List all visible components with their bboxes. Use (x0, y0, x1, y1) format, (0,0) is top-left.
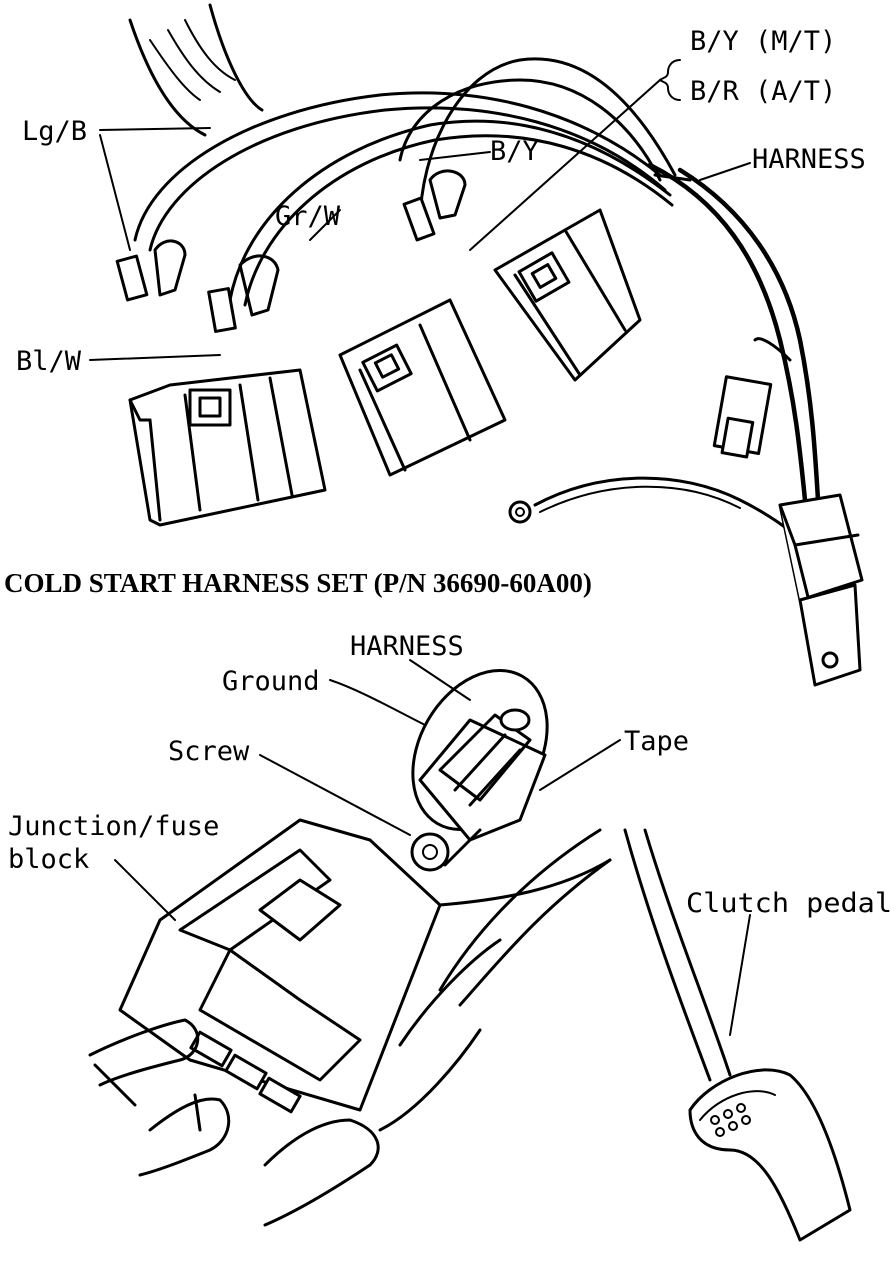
leader-lines-top (89, 59, 751, 361)
splice-terminals (115, 169, 773, 459)
junction-fuse-block (118, 818, 442, 1114)
junction-label-line2: block (8, 844, 89, 875)
clutch-pedal (623, 828, 852, 1242)
ground-label: Ground (222, 666, 320, 697)
wire-label-lg-b: Lg/B (22, 116, 87, 147)
diagram-title: COLD START HARNESS SET (P/N 36690-60A00) (4, 568, 592, 598)
wire-label-b-y: B/Y (490, 136, 539, 167)
dash-wiring-bundles (88, 828, 612, 1227)
tape-label: Tape (624, 726, 689, 757)
main-harness-bundle (128, 3, 264, 137)
connector-left (128, 368, 327, 527)
junction-label-line1: Junction/fuse (8, 811, 219, 842)
connector-right (493, 208, 642, 382)
connector-middle (338, 298, 507, 477)
wire-label-bl-w: Bl/W (16, 346, 82, 377)
wire-label-b-r-at: B/R (A/T) (690, 76, 836, 107)
harness-wires (133, 57, 821, 542)
harness-label-bottom: HARNESS (350, 631, 464, 662)
harness-label-top: HARNESS (752, 144, 866, 175)
wire-label-b-y-mt: B/Y (M/T) (690, 26, 836, 57)
wire-label-gr-w: Gr/W (275, 201, 341, 232)
screw-label: Screw (168, 736, 250, 767)
relay-box (778, 493, 864, 687)
mounted-relay-assembly (410, 669, 549, 872)
leader-lines-bottom (114, 659, 751, 1036)
clutch-pedal-label: Clutch pedal (686, 888, 892, 919)
